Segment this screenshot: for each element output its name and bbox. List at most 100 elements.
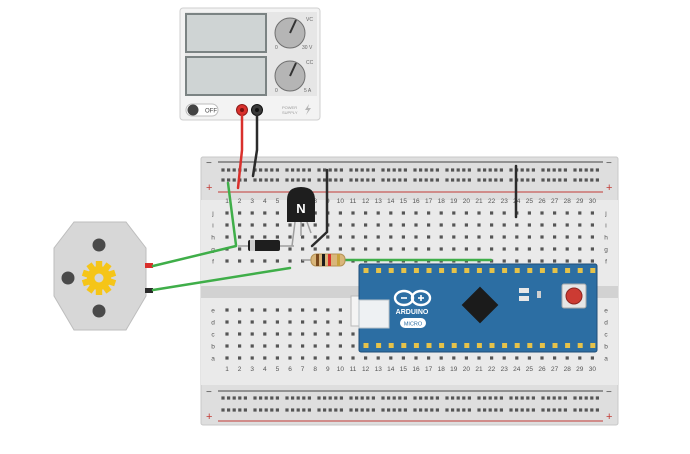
- rail-hole[interactable]: [467, 168, 471, 172]
- rail-hole[interactable]: [307, 168, 311, 172]
- rail-hole[interactable]: [360, 396, 364, 400]
- rail-hole[interactable]: [381, 396, 385, 400]
- rail-hole[interactable]: [531, 396, 535, 400]
- rail-hole[interactable]: [477, 408, 481, 412]
- rail-hole[interactable]: [541, 178, 545, 182]
- rail-hole[interactable]: [547, 396, 551, 400]
- rail-hole[interactable]: [595, 178, 599, 182]
- breadboard-hole[interactable]: [502, 211, 506, 215]
- rail-hole[interactable]: [392, 178, 396, 182]
- breadboard-hole[interactable]: [225, 259, 229, 263]
- rail-hole[interactable]: [232, 396, 236, 400]
- breadboard-hole[interactable]: [238, 344, 242, 348]
- rail-hole[interactable]: [334, 178, 338, 182]
- breadboard-hole[interactable]: [338, 223, 342, 227]
- breadboard-hole[interactable]: [313, 344, 317, 348]
- breadboard-hole[interactable]: [250, 332, 254, 336]
- rail-hole[interactable]: [285, 396, 289, 400]
- rail-hole[interactable]: [413, 168, 417, 172]
- rail-hole[interactable]: [590, 178, 594, 182]
- rail-hole[interactable]: [467, 396, 471, 400]
- rail-hole[interactable]: [541, 408, 545, 412]
- breadboard-hole[interactable]: [477, 211, 481, 215]
- breadboard-hole[interactable]: [477, 235, 481, 239]
- rail-hole[interactable]: [552, 408, 556, 412]
- breadboard-hole[interactable]: [590, 223, 594, 227]
- rail-hole[interactable]: [387, 396, 391, 400]
- breadboard-hole[interactable]: [326, 308, 330, 312]
- rail-hole[interactable]: [264, 178, 268, 182]
- breadboard-hole[interactable]: [225, 356, 229, 360]
- wire-black-supply-to-minus-rail[interactable]: [251, 114, 259, 178]
- rail-hole[interactable]: [419, 396, 423, 400]
- rail-hole[interactable]: [221, 396, 225, 400]
- breadboard-hole[interactable]: [414, 223, 418, 227]
- breadboard-hole[interactable]: [351, 332, 355, 336]
- breadboard-hole[interactable]: [376, 235, 380, 239]
- breadboard-hole[interactable]: [553, 356, 557, 360]
- rail-hole[interactable]: [259, 408, 263, 412]
- breadboard-hole[interactable]: [401, 211, 405, 215]
- breadboard-hole[interactable]: [464, 211, 468, 215]
- rail-hole[interactable]: [552, 178, 556, 182]
- rail-hole[interactable]: [563, 396, 567, 400]
- breadboard-hole[interactable]: [565, 211, 569, 215]
- rail-hole[interactable]: [435, 396, 439, 400]
- breadboard-hole[interactable]: [376, 247, 380, 251]
- breadboard-hole[interactable]: [250, 211, 254, 215]
- rail-hole[interactable]: [430, 168, 434, 172]
- rail-hole[interactable]: [253, 178, 257, 182]
- rail-hole[interactable]: [227, 396, 231, 400]
- rail-hole[interactable]: [328, 396, 332, 400]
- rail-hole[interactable]: [413, 408, 417, 412]
- breadboard-hole[interactable]: [225, 320, 229, 324]
- breadboard-hole[interactable]: [578, 356, 582, 360]
- breadboard-hole[interactable]: [376, 356, 380, 360]
- rail-hole[interactable]: [317, 396, 321, 400]
- rail-hole[interactable]: [435, 168, 439, 172]
- breadboard-hole[interactable]: [288, 223, 292, 227]
- rail-hole[interactable]: [488, 408, 492, 412]
- power-supply[interactable]: VC 0 30 V CC 0 5 A OFF POWER SUPPLY: [179, 7, 321, 121]
- breadboard-hole[interactable]: [301, 320, 305, 324]
- breadboard-hole[interactable]: [351, 235, 355, 239]
- rail-hole[interactable]: [595, 396, 599, 400]
- rail-hole[interactable]: [456, 396, 460, 400]
- breadboard-hole[interactable]: [565, 223, 569, 227]
- rail-hole[interactable]: [221, 178, 225, 182]
- breadboard-hole[interactable]: [301, 344, 305, 348]
- breadboard-hole[interactable]: [452, 356, 456, 360]
- breadboard-hole[interactable]: [338, 211, 342, 215]
- breadboard-hole[interactable]: [376, 223, 380, 227]
- breadboard-hole[interactable]: [364, 223, 368, 227]
- rail-hole[interactable]: [451, 168, 455, 172]
- rail-hole[interactable]: [243, 168, 247, 172]
- breadboard-hole[interactable]: [263, 356, 267, 360]
- breadboard-hole[interactable]: [590, 235, 594, 239]
- rail-hole[interactable]: [531, 178, 535, 182]
- rail-hole[interactable]: [579, 168, 583, 172]
- breadboard-hole[interactable]: [540, 247, 544, 251]
- rail-hole[interactable]: [451, 178, 455, 182]
- wire-red-supply-to-plus-rail[interactable]: [236, 114, 244, 190]
- rail-hole[interactable]: [419, 168, 423, 172]
- rail-hole[interactable]: [360, 178, 364, 182]
- breadboard-hole[interactable]: [351, 344, 355, 348]
- rail-hole[interactable]: [296, 396, 300, 400]
- breadboard-hole[interactable]: [326, 247, 330, 251]
- rail-hole[interactable]: [520, 408, 524, 412]
- breadboard-hole[interactable]: [313, 235, 317, 239]
- rail-hole[interactable]: [547, 168, 551, 172]
- breadboard-hole[interactable]: [452, 223, 456, 227]
- breadboard-hole[interactable]: [540, 259, 544, 263]
- breadboard-hole[interactable]: [590, 259, 594, 263]
- breadboard-hole[interactable]: [527, 259, 531, 263]
- rail-hole[interactable]: [424, 178, 428, 182]
- breadboard-hole[interactable]: [414, 235, 418, 239]
- breadboard-hole[interactable]: [313, 247, 317, 251]
- breadboard-hole[interactable]: [225, 308, 229, 312]
- rail-hole[interactable]: [595, 408, 599, 412]
- wires[interactable]: [151, 114, 518, 292]
- off-switch[interactable]: OFF: [185, 103, 219, 117]
